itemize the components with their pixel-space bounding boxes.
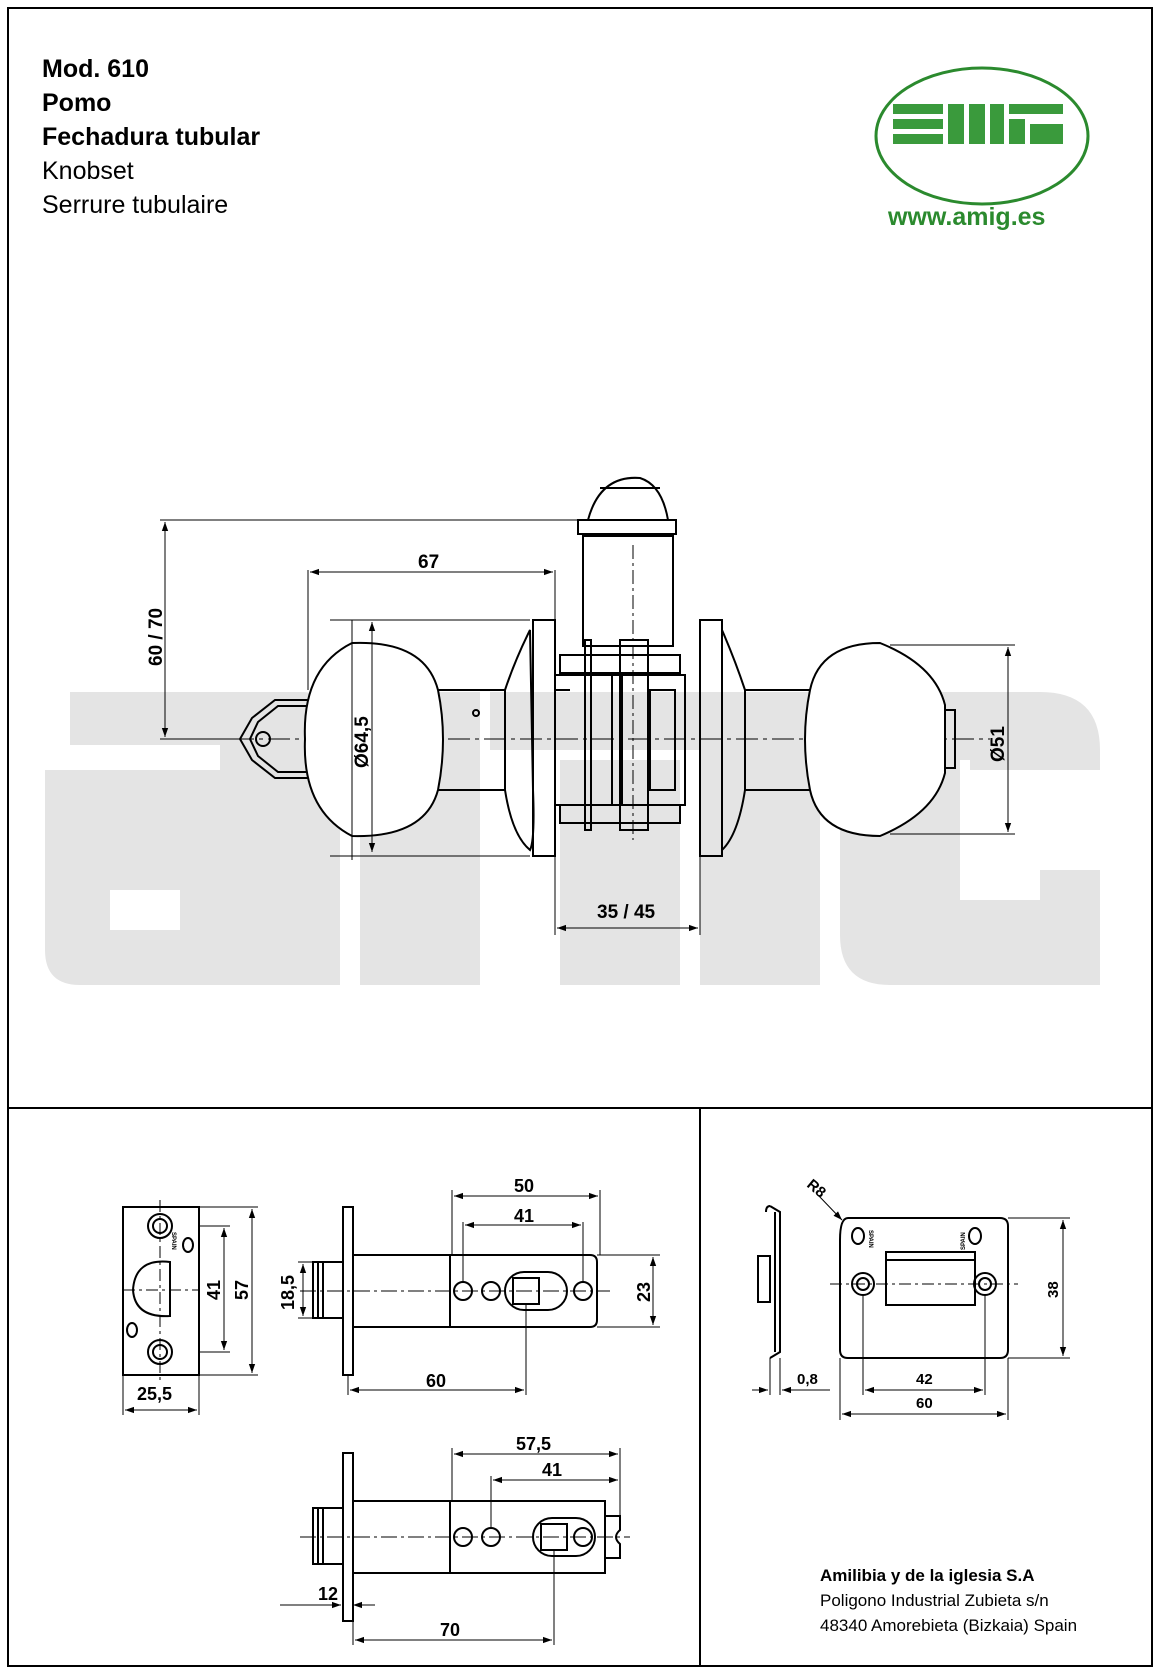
dim-faceplate-hole-spacing-label: 41 [204, 1280, 224, 1300]
dim-rose-diameter-label: Ø51 [988, 726, 1009, 762]
latch-70-side-view [300, 1452, 630, 1622]
dim-latch-70-total-label: 57,5 [516, 1434, 551, 1454]
company-address: Poligono Industrial Zubieta s/n [820, 1591, 1049, 1610]
main-view-dimension-lines [160, 519, 1015, 935]
faceplate-dimension-lines [122, 1206, 258, 1415]
faceplate-stamp: SPAIN [170, 1232, 176, 1250]
product-name-en: Knobset [42, 157, 134, 185]
product-name-es: Pomo [42, 89, 112, 117]
dim-latch-60-bolt-label: 18,5 [278, 1275, 298, 1310]
latch-60-dimension-lines [298, 1190, 660, 1395]
product-name-fr: Serrure tubulaire [42, 191, 229, 219]
dim-door-thickness-label: 35 / 45 [597, 902, 656, 923]
strike-plate-view [757, 1205, 1018, 1359]
dim-faceplate-height-label: 57 [232, 1280, 252, 1300]
company-info: Amilibia y de la iglesia S.A Poligono In… [820, 1563, 1077, 1638]
website-link[interactable]: www.amig.es [888, 203, 1046, 231]
strike-stamp-right: SPAIN [961, 1232, 967, 1250]
dim-latch-60-inner-label: 41 [514, 1206, 534, 1226]
dim-height-label: 60 / 70 [146, 608, 167, 666]
dim-latch-60-height-label: 23 [634, 1282, 654, 1302]
sheet-frame [7, 7, 1153, 1667]
latch-70-dimension-lines [280, 1448, 621, 1645]
dim-latch-70-inner-label: 41 [542, 1460, 562, 1480]
dim-strike-thickness-label: 0,8 [797, 1371, 818, 1388]
company-city: 48340 Amorebieta (Bizkaia) Spain [820, 1616, 1078, 1635]
product-type-pt: Fechadura tubular [42, 123, 261, 151]
dim-length-label: 67 [418, 552, 439, 573]
company-name: Amilibia y de la iglesia S.A [820, 1566, 1035, 1585]
dim-latch-70-backset-label: 70 [440, 1620, 460, 1640]
latch-faceplate-view [122, 1200, 200, 1380]
dim-latch-60-total-label: 50 [514, 1176, 534, 1196]
amig-logo [874, 66, 1090, 206]
model-number: Mod. 610 [42, 55, 149, 83]
strike-plate-dimension-lines [752, 1194, 1070, 1420]
dim-latch-60-backset-label: 60 [426, 1371, 446, 1391]
dim-strike-radius-label: R8 [803, 1176, 829, 1201]
dim-knob-diameter-label: Ø64,5 [352, 716, 373, 768]
dim-strike-width-label: 60 [916, 1395, 933, 1412]
dim-strike-height-label: 38 [1045, 1281, 1062, 1298]
dim-faceplate-width-label: 25,5 [137, 1384, 172, 1404]
strike-stamp-left: SPAIN [867, 1230, 873, 1248]
latch-60-side-view [300, 1206, 610, 1376]
product-header: Mod. 610 Pomo Fechadura tubular Knobset … [42, 52, 260, 222]
dim-latch-70-faceplate-label: 12 [318, 1584, 338, 1604]
dim-strike-hole-spacing-label: 42 [916, 1371, 933, 1388]
